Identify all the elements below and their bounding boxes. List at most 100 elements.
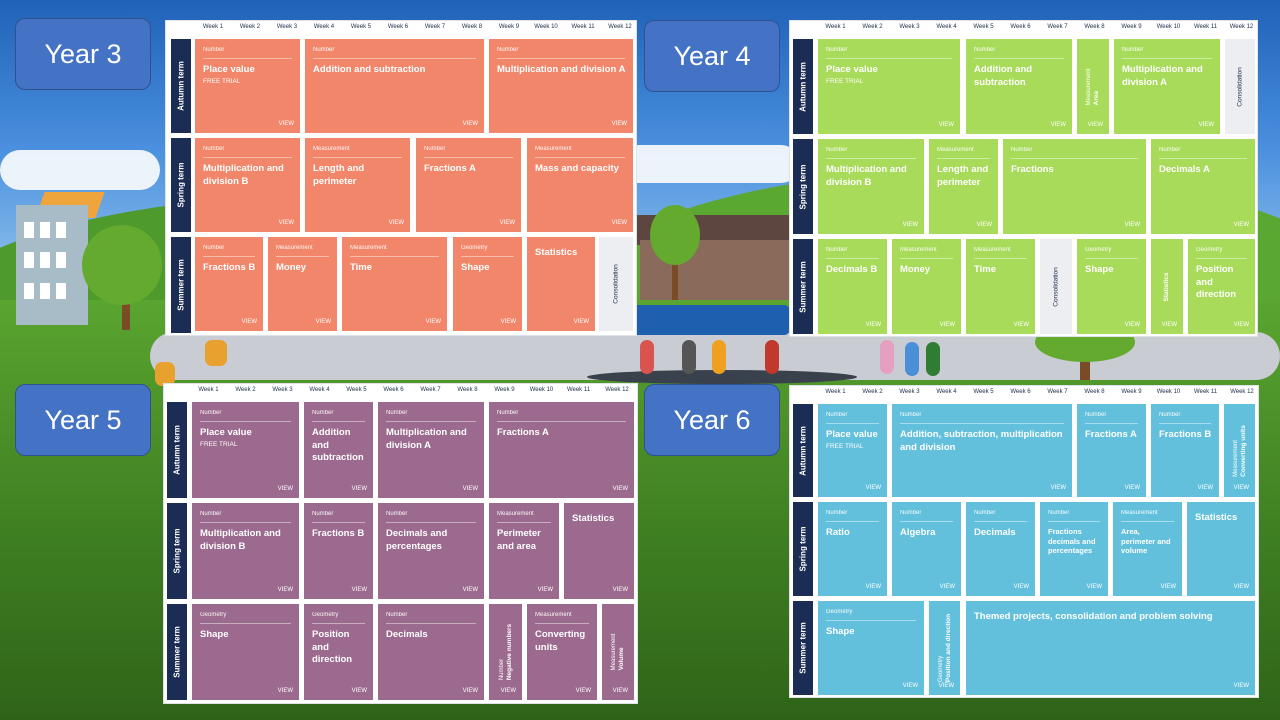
- unit-decimals[interactable]: Number Decimals VIEW: [378, 604, 484, 700]
- view-link[interactable]: VIEW: [462, 121, 478, 127]
- view-link[interactable]: VIEW: [241, 319, 257, 325]
- unit-place-value[interactable]: Number Place value FREE TRIAL VIEW: [192, 402, 299, 498]
- unit-decimals[interactable]: Number Decimals VIEW: [966, 502, 1035, 596]
- view-link[interactable]: VIEW: [278, 121, 294, 127]
- unit-ratio[interactable]: Number Ratio VIEW: [818, 502, 887, 596]
- unit-fractions[interactable]: Number Fractions VIEW: [1003, 139, 1146, 234]
- view-link[interactable]: VIEW: [277, 486, 293, 492]
- unit-themed-projects[interactable]: Themed projects, consolidation and probl…: [966, 601, 1255, 695]
- view-link[interactable]: VIEW: [573, 319, 589, 325]
- unit-time[interactable]: Measurement Time VIEW: [342, 237, 447, 331]
- view-link[interactable]: VIEW: [462, 587, 478, 593]
- view-link[interactable]: VIEW: [902, 222, 918, 228]
- unit-multiplication-division-b[interactable]: Number Multiplication and division B VIE…: [818, 139, 924, 234]
- view-link[interactable]: VIEW: [902, 683, 918, 689]
- unit-decimals-a[interactable]: Number Decimals A VIEW: [1151, 139, 1255, 234]
- unit-place-value[interactable]: Number Place value FREE TRIAL VIEW: [818, 39, 960, 134]
- unit-money[interactable]: Measurement Money VIEW: [268, 237, 337, 331]
- view-link[interactable]: VIEW: [462, 486, 478, 492]
- unit-mass-capacity[interactable]: Measurement Mass and capacity VIEW: [527, 138, 633, 232]
- view-link[interactable]: VIEW: [865, 322, 881, 328]
- view-link[interactable]: VIEW: [500, 319, 516, 325]
- view-link[interactable]: VIEW: [1160, 584, 1176, 590]
- view-link[interactable]: VIEW: [277, 688, 293, 694]
- unit-fractions-decimals-percentages[interactable]: Number Fractions decimals and percentage…: [1040, 502, 1108, 596]
- view-link[interactable]: VIEW: [278, 220, 294, 226]
- unit-decimals-b[interactable]: Number Decimals B VIEW: [818, 239, 887, 334]
- unit-perimeter-area[interactable]: Measurement Perimeter and area VIEW: [489, 503, 559, 599]
- view-link[interactable]: VIEW: [611, 220, 627, 226]
- view-link[interactable]: VIEW: [1050, 122, 1066, 128]
- view-link[interactable]: VIEW: [425, 319, 441, 325]
- unit-money[interactable]: Measurement Money VIEW: [892, 239, 961, 334]
- unit-addition-subtraction-multiplication-division[interactable]: Number Addition, subtraction, multiplica…: [892, 404, 1072, 497]
- unit-time[interactable]: Measurement Time VIEW: [966, 239, 1035, 334]
- view-link[interactable]: VIEW: [1013, 322, 1029, 328]
- unit-multiplication-division-a[interactable]: Number Multiplication and division A VIE…: [378, 402, 484, 498]
- view-link[interactable]: VIEW: [612, 486, 628, 492]
- view-link[interactable]: VIEW: [575, 688, 591, 694]
- view-link[interactable]: VIEW: [939, 322, 955, 328]
- unit-converting-units[interactable]: Measurement Converting units VIEW: [527, 604, 597, 700]
- view-link[interactable]: VIEW: [1086, 584, 1102, 590]
- year-5-label[interactable]: Year 5: [15, 384, 151, 456]
- unit-place-value[interactable]: Number Place value FREE TRIAL VIEW: [195, 39, 300, 133]
- view-link[interactable]: VIEW: [1233, 322, 1249, 328]
- unit-shape[interactable]: Geometry Shape VIEW: [192, 604, 299, 700]
- unit-statistics[interactable]: Statistics VIEW: [527, 237, 595, 331]
- unit-place-value[interactable]: Number Place value FREE TRIAL VIEW: [818, 404, 887, 497]
- unit-statistics[interactable]: Statistics VIEW: [1187, 502, 1255, 596]
- view-link[interactable]: VIEW: [462, 688, 478, 694]
- view-link[interactable]: VIEW: [612, 688, 628, 694]
- view-link[interactable]: VIEW: [1013, 584, 1029, 590]
- unit-statistics[interactable]: Statistics VIEW: [1151, 239, 1183, 334]
- unit-algebra[interactable]: Number Algebra VIEW: [892, 502, 961, 596]
- unit-addition-subtraction[interactable]: Number Addition and subtraction VIEW: [305, 39, 484, 133]
- unit-fractions-b[interactable]: Number Fractions B VIEW: [195, 237, 263, 331]
- unit-fractions-b[interactable]: Number Fractions B VIEW: [304, 503, 373, 599]
- view-link[interactable]: VIEW: [1197, 485, 1213, 491]
- unit-addition-subtraction[interactable]: Number Addition and subtraction VIEW: [966, 39, 1072, 134]
- view-link[interactable]: VIEW: [500, 688, 516, 694]
- view-link[interactable]: VIEW: [537, 587, 553, 593]
- view-link[interactable]: VIEW: [1087, 122, 1103, 128]
- unit-length-perimeter[interactable]: Measurement Length and perimeter VIEW: [305, 138, 410, 232]
- unit-shape[interactable]: Geometry Shape VIEW: [1077, 239, 1146, 334]
- unit-fractions-a[interactable]: Number Fractions A VIEW: [416, 138, 521, 232]
- unit-multiplication-division-a[interactable]: Number Multiplication and division A VIE…: [489, 39, 633, 133]
- unit-fractions-b[interactable]: Number Fractions B VIEW: [1151, 404, 1219, 497]
- view-link[interactable]: VIEW: [1198, 122, 1214, 128]
- view-link[interactable]: VIEW: [938, 122, 954, 128]
- view-link[interactable]: VIEW: [1124, 485, 1140, 491]
- year-3-label[interactable]: Year 3: [15, 18, 151, 90]
- view-link[interactable]: VIEW: [1124, 222, 1140, 228]
- year-4-label[interactable]: Year 4: [644, 20, 780, 92]
- view-link[interactable]: VIEW: [351, 688, 367, 694]
- year-6-label[interactable]: Year 6: [644, 384, 780, 456]
- unit-decimals-percentages[interactable]: Number Decimals and percentages VIEW: [378, 503, 484, 599]
- view-link[interactable]: VIEW: [865, 584, 881, 590]
- unit-shape[interactable]: Geometry Shape VIEW: [818, 601, 924, 695]
- view-link[interactable]: VIEW: [939, 584, 955, 590]
- view-link[interactable]: VIEW: [938, 683, 954, 689]
- unit-length-perimeter[interactable]: Measurement Length and perimeter VIEW: [929, 139, 998, 234]
- unit-fractions-a[interactable]: Number Fractions A VIEW: [1077, 404, 1146, 497]
- view-link[interactable]: VIEW: [1233, 222, 1249, 228]
- unit-fractions-a[interactable]: Number Fractions A VIEW: [489, 402, 634, 498]
- view-link[interactable]: VIEW: [1233, 584, 1249, 590]
- view-link[interactable]: VIEW: [277, 587, 293, 593]
- view-link[interactable]: VIEW: [499, 220, 515, 226]
- view-link[interactable]: VIEW: [351, 587, 367, 593]
- view-link[interactable]: VIEW: [865, 485, 881, 491]
- view-link[interactable]: VIEW: [1161, 322, 1177, 328]
- view-link[interactable]: VIEW: [612, 587, 628, 593]
- unit-multiplication-division-b[interactable]: Number Multiplication and division B VIE…: [192, 503, 299, 599]
- view-link[interactable]: VIEW: [315, 319, 331, 325]
- view-link[interactable]: VIEW: [388, 220, 404, 226]
- view-link[interactable]: VIEW: [1233, 485, 1249, 491]
- unit-position-direction[interactable]: Geometry Position and direction VIEW: [1188, 239, 1255, 334]
